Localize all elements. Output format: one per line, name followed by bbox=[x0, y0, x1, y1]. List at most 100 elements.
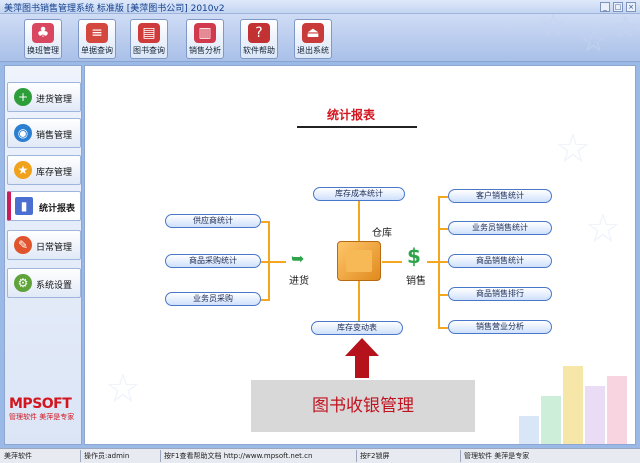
connector-line bbox=[438, 228, 448, 230]
help-icon: ? bbox=[248, 23, 270, 43]
globe-icon: ◉ bbox=[14, 124, 32, 142]
logo-text: MPSOFT bbox=[9, 396, 72, 412]
connector-line bbox=[358, 281, 360, 321]
warehouse-box-icon bbox=[337, 241, 381, 281]
status-divider bbox=[460, 450, 461, 462]
status-operator: 操作员:admin bbox=[84, 452, 130, 460]
report-sales-analysis[interactable]: 销售营业分析 bbox=[448, 320, 552, 334]
sidebar-item-purchase[interactable]: + 进货管理 bbox=[7, 82, 81, 112]
connector-line bbox=[427, 261, 439, 263]
minimize-button[interactable]: _ bbox=[600, 2, 610, 12]
chart-icon: ▥ bbox=[194, 23, 216, 43]
sidebar-item-settings[interactable]: ⚙ 系统设置 bbox=[7, 268, 81, 298]
toolbar-button-label: 图书查询 bbox=[133, 46, 165, 55]
toolbar-button-label: 销售分析 bbox=[189, 46, 221, 55]
toolbar-button-receipts[interactable]: ≡ 单据查询 bbox=[78, 19, 116, 59]
toolbar-button-label: 单据查询 bbox=[81, 46, 113, 55]
star-decoration-icon: ☆ bbox=[555, 126, 591, 172]
close-button[interactable]: × bbox=[626, 2, 636, 12]
logo-tagline: 管理软件 美萍是专家 bbox=[9, 413, 75, 421]
status-slogan: 管理软件 美萍是专家 bbox=[464, 452, 530, 460]
toolbar-button-sales-analysis[interactable]: ▥ 销售分析 bbox=[186, 19, 224, 59]
toolbar: ☆ ☆ ☆ ♣ 换班管理 ≡ 单据查询 ▤ 图书查询 ▥ 销售分析 ? 软件帮助… bbox=[0, 14, 640, 62]
toolbar-button-books[interactable]: ▤ 图书查询 bbox=[130, 19, 168, 59]
bar-decoration bbox=[541, 396, 561, 444]
daily-icon: ✎ bbox=[14, 236, 32, 254]
purchase-label: 进货 bbox=[289, 276, 309, 287]
status-lock-hint: 按F2锁屏 bbox=[360, 452, 390, 460]
receipt-icon: ≡ bbox=[86, 23, 108, 43]
report-inventory-cost[interactable]: 库存成本统计 bbox=[313, 187, 405, 201]
status-divider bbox=[160, 450, 161, 462]
sidebar-item-sales[interactable]: ◉ 销售管理 bbox=[7, 118, 81, 148]
bar-decoration bbox=[607, 376, 627, 444]
maximize-button[interactable]: □ bbox=[613, 2, 623, 12]
warehouse-label: 仓库 bbox=[372, 228, 392, 239]
status-divider bbox=[356, 450, 357, 462]
report-product-sales[interactable]: 商品销售统计 bbox=[448, 254, 552, 268]
connector-line bbox=[268, 261, 286, 263]
sidebar-item-label: 日常管理 bbox=[36, 243, 73, 253]
exit-icon: ⏏ bbox=[302, 23, 324, 43]
connector-line bbox=[438, 196, 448, 198]
report-staff-sales[interactable]: 业务员销售统计 bbox=[448, 221, 552, 235]
toolbar-button-shift[interactable]: ♣ 换班管理 bbox=[24, 19, 62, 59]
page-title: 统计报表 bbox=[327, 108, 376, 122]
green-arrow-icon: ➥ bbox=[291, 249, 305, 268]
window-title: 美萍图书销售管理系统 标准版 [美萍图书公司] 2010v2 bbox=[4, 4, 225, 14]
report-inventory-change[interactable]: 库存变动表 bbox=[311, 321, 403, 335]
title-bar: 美萍图书销售管理系统 标准版 [美萍图书公司] 2010v2 _ □ × bbox=[0, 0, 640, 14]
connector-line bbox=[261, 221, 269, 223]
sidebar-item-reports[interactable]: ▮ 统计报表 bbox=[7, 191, 81, 221]
bar-decoration bbox=[563, 366, 583, 444]
star-decoration-icon: ☆ bbox=[540, 14, 567, 43]
toolbar-button-label: 换班管理 bbox=[27, 46, 59, 55]
sales-label: 销售 bbox=[406, 276, 426, 287]
bar-decoration bbox=[519, 416, 539, 444]
report-supplier-stats[interactable]: 供应商统计 bbox=[165, 214, 261, 228]
dollar-icon: $ bbox=[407, 244, 421, 268]
report-customer-sales[interactable]: 客户销售统计 bbox=[448, 189, 552, 203]
sidebar-item-label: 系统设置 bbox=[36, 281, 73, 291]
title-underline bbox=[297, 126, 417, 128]
bar-chart-icon: ▮ bbox=[15, 197, 33, 215]
connector-line bbox=[438, 294, 448, 296]
status-help-hint: 按F1查看帮助文档 http://www.mpsoft.net.cn bbox=[164, 452, 313, 460]
connector-line bbox=[358, 201, 360, 241]
star-decoration-icon: ☆ bbox=[105, 366, 141, 412]
connector-line bbox=[382, 261, 402, 263]
status-divider bbox=[80, 450, 81, 462]
caption-banner: 图书收银管理 bbox=[251, 380, 475, 432]
star-decoration-icon: ☆ bbox=[612, 14, 639, 45]
toolbar-button-exit[interactable]: ⏏ 退出系统 bbox=[294, 19, 332, 59]
logo: MPSOFT 管理软件 美萍是专家 bbox=[9, 396, 81, 422]
star-decoration-icon: ☆ bbox=[580, 24, 607, 59]
sidebar-item-daily[interactable]: ✎ 日常管理 bbox=[7, 230, 81, 260]
star-decoration-icon: ☆ bbox=[585, 206, 621, 252]
bar-chart-decoration bbox=[515, 336, 635, 444]
sidebar-item-label: 进货管理 bbox=[36, 95, 73, 105]
star-icon: ★ bbox=[14, 161, 32, 179]
plus-icon: + bbox=[14, 88, 32, 106]
report-sales-ranking[interactable]: 商品销售排行 bbox=[448, 287, 552, 301]
sidebar-item-inventory[interactable]: ★ 库存管理 bbox=[7, 155, 81, 185]
status-bar: 美萍软件 操作员:admin 按F1查看帮助文档 http://www.mpso… bbox=[0, 448, 640, 463]
toolbar-button-label: 退出系统 bbox=[297, 46, 329, 55]
connector-line bbox=[438, 327, 448, 329]
sidebar-item-label: 库存管理 bbox=[36, 168, 73, 178]
status-app: 美萍软件 bbox=[4, 452, 32, 460]
book-icon: ▤ bbox=[138, 23, 160, 43]
gear-icon: ⚙ bbox=[14, 274, 32, 292]
connector-line bbox=[261, 299, 269, 301]
sidebar-item-label: 统计报表 bbox=[39, 204, 76, 214]
bar-decoration bbox=[585, 386, 605, 444]
sidebar: + 进货管理 ◉ 销售管理 ★ 库存管理 ▮ 统计报表 ✎ 日常管理 ⚙ 系统设… bbox=[4, 65, 82, 445]
report-purchase-stats[interactable]: 商品采购统计 bbox=[165, 254, 261, 268]
report-staff-purchase[interactable]: 业务员采购 bbox=[165, 292, 261, 306]
connector-line bbox=[438, 261, 448, 263]
sidebar-item-label: 销售管理 bbox=[36, 131, 73, 141]
toolbar-button-help[interactable]: ? 软件帮助 bbox=[240, 19, 278, 59]
red-up-arrow-icon bbox=[345, 338, 379, 378]
toolbar-button-label: 软件帮助 bbox=[243, 46, 275, 55]
connector-line bbox=[261, 261, 269, 263]
